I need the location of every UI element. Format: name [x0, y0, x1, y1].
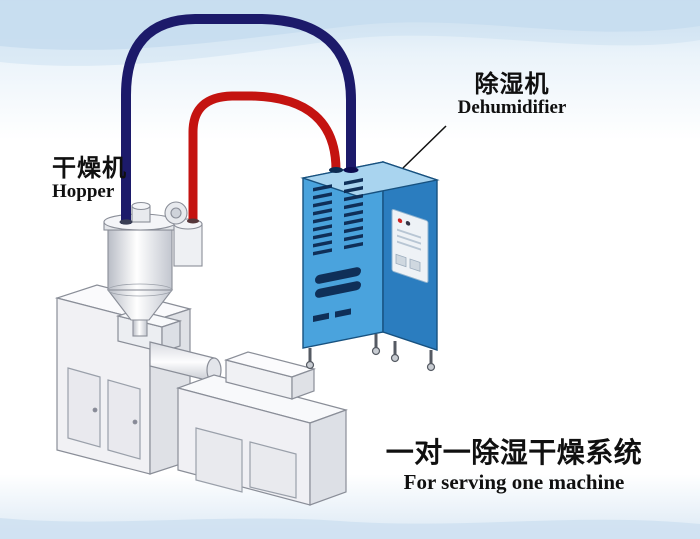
panel-button: [395, 253, 407, 268]
top-sky-wave: [0, 0, 700, 50]
loader-inlet-fitting: [187, 218, 199, 224]
bottom-vent: [313, 312, 329, 322]
front-vent-grid: [313, 177, 363, 322]
hopper-pedestal-side: [161, 320, 181, 353]
dehumidifier-label-en: Dehumidifier: [457, 96, 567, 118]
caption-cn: 一对一除湿干燥系统: [385, 437, 643, 468]
hopper-cap-top: [131, 201, 151, 211]
dehumidifier-top-face: [300, 161, 440, 197]
panel-button: [409, 258, 421, 272]
air-pipes: [119, 14, 359, 225]
return-air-pipe-navy: [121, 14, 356, 224]
caster-legs: [305, 334, 436, 372]
top-sky-wave-soft: [0, 0, 700, 66]
hopper-body-bottom: [107, 283, 173, 297]
hopper-label-cn: 干燥机: [52, 155, 127, 182]
caption-en: For serving one machine: [403, 470, 625, 495]
side-control-panel: [391, 209, 429, 283]
loader-body: [173, 223, 203, 267]
hopper-body: [107, 229, 173, 291]
door-handle: [132, 419, 138, 425]
hopper-label-en: Hopper: [52, 180, 115, 202]
bottom-vent: [335, 308, 351, 318]
caption: 一对一除湿干燥系统 For serving one machine: [383, 437, 645, 495]
hopper-inlet-fitting: [119, 219, 133, 225]
pipe-port: [329, 167, 343, 173]
dehumidifier-unit: [300, 161, 440, 372]
extruder-door: [249, 441, 297, 499]
dehumidifier-leader-line: [402, 125, 447, 169]
bottom-wave: [0, 518, 700, 539]
dry-air-pipe-red: [188, 91, 341, 222]
extruder-door: [195, 427, 243, 493]
dehumidifier-label-cn: 除湿机: [474, 71, 550, 98]
pipe-port: [343, 167, 359, 173]
oval-vent: [315, 267, 361, 284]
hopper-label: 干燥机 Hopper: [52, 156, 127, 202]
oval-vent: [315, 281, 361, 298]
hopper-dryer: [103, 201, 203, 337]
dehumidifier-label: 除湿机 Dehumidifier: [446, 72, 578, 118]
door-handle: [92, 407, 98, 413]
extruder-door: [67, 367, 101, 448]
indicator-light: [397, 218, 403, 223]
extruder-door: [107, 379, 141, 460]
indicator-light: [405, 221, 411, 226]
loader-blower-hub: [170, 207, 182, 219]
extruder-step-side: [291, 368, 315, 400]
extruder-machine: [54, 284, 349, 506]
extruder-right-side: [309, 409, 347, 506]
